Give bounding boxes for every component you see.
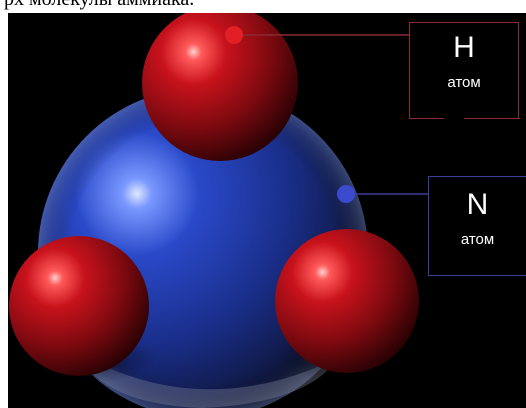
hydrogen-label-box: H атом	[409, 22, 519, 119]
nitrogen-symbol: N	[429, 190, 526, 220]
hydrogen-caption: атом	[410, 75, 518, 90]
hydrogen-symbol: H	[410, 33, 518, 63]
nitrogen-caption: атом	[429, 232, 526, 247]
caption-fragment: рх молекулы аммиака.	[4, 0, 194, 11]
hydrogen-atom-right	[275, 229, 420, 383]
nitrogen-label-box: N атом	[428, 176, 526, 276]
